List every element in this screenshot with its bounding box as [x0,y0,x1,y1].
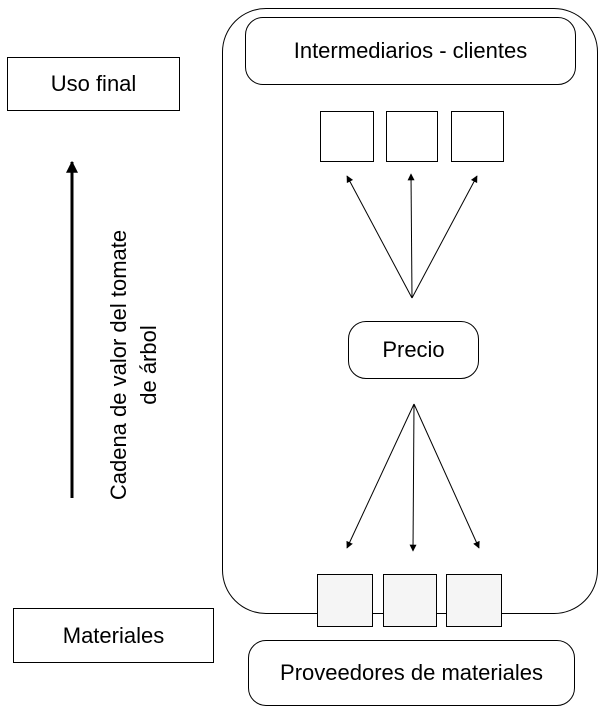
price-label: Precio [382,337,445,362]
suppliers-label: Proveedores de materiales [280,660,543,685]
value-chain-label-line2: de árbol [136,325,161,405]
supplier-box-3 [446,574,502,627]
arrow-price-to-intermediary-2 [407,173,415,299]
materials-label: Materiales [62,622,165,648]
final-use-box: Uso final [7,57,180,111]
arrow-price-to-supplier-3 [413,403,480,549]
supplier-box-2 [383,574,437,627]
arrow-price-to-intermediary-1 [346,175,413,299]
price-node: Precio [348,321,479,379]
arrow-price-to-intermediary-3 [411,175,478,299]
materials-box: Materiales [13,608,214,663]
intermediary-box-3 [451,111,504,162]
intermediary-box-1 [320,111,374,162]
intermediaries-node: Intermediarios - clientes [245,17,576,85]
intermediaries-label: Intermediarios - clientes [293,38,528,63]
final-use-label: Uso final [50,71,137,96]
value-chain-container [222,8,598,614]
arrow-price-to-supplier-1 [346,403,415,549]
supplier-box-1 [317,574,373,627]
suppliers-node: Proveedores de materiales [248,640,575,706]
intermediary-box-2 [386,111,438,162]
value-chain-label-line1: Cadena de valor del tomate [106,229,131,501]
arrow-price-to-supplier-2 [409,403,417,552]
